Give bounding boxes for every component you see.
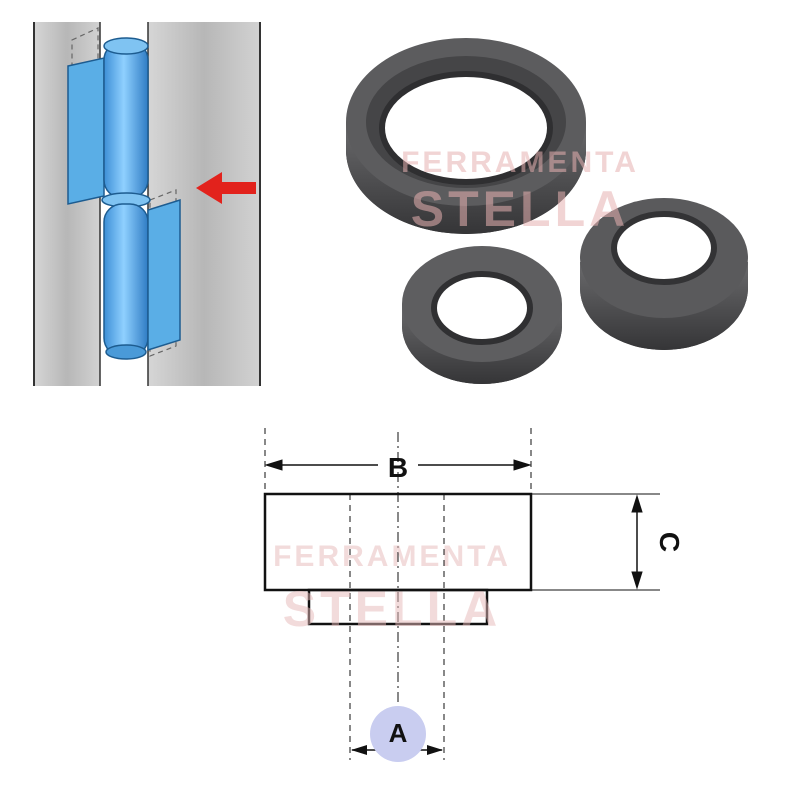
lower-hinge-leaf — [147, 198, 181, 352]
large-washer — [346, 38, 586, 234]
dim-a-arrow-right — [427, 745, 443, 755]
watermark-lower-line1: FERRAMENTA — [273, 540, 511, 573]
dim-b-arrow-left — [264, 459, 283, 471]
watermark-upper-line1: FERRAMENTA — [401, 146, 639, 179]
arrow-icon — [196, 172, 256, 204]
small-washer-tilted — [580, 198, 748, 350]
watermark-lower: FERRAMENTA STELLA — [273, 540, 511, 637]
watermark-upper-line2: STELLA — [411, 181, 629, 237]
dim-c-arrow-top — [631, 494, 643, 513]
lower-hinge-knuckle — [103, 203, 149, 357]
lower-knuckle-bottom — [105, 344, 147, 360]
upper-hinge-knuckle — [103, 41, 149, 199]
dim-a-badge — [370, 706, 426, 762]
dim-a-arrow-left — [351, 745, 367, 755]
dim-b-arrow-right — [513, 459, 532, 471]
upper-knuckle-top — [103, 37, 149, 55]
small-washer-front — [402, 246, 562, 384]
dimension-drawing — [263, 428, 660, 760]
dim-c-label: C — [654, 532, 685, 552]
watermark-upper: FERRAMENTA STELLA — [401, 146, 639, 237]
dim-b-label: B — [388, 452, 408, 483]
washer-collar-outline — [307, 588, 489, 626]
dim-a-label: A — [389, 718, 408, 748]
hinge-illustration — [33, 22, 261, 386]
watermark-lower-line2: STELLA — [283, 581, 501, 637]
upper-hinge-leaf — [67, 57, 105, 205]
dim-c-arrow-bottom — [631, 571, 643, 590]
washer-photos — [346, 38, 748, 384]
